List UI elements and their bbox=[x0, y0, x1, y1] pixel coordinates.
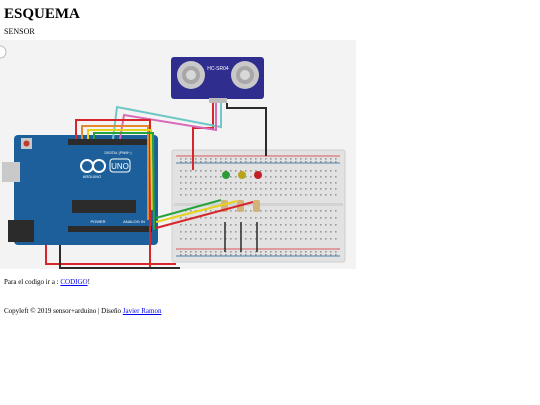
footer: Copyleft © 2019 sensor+arduino | Diseño … bbox=[4, 307, 161, 315]
digital-pins-label: DIGITAL (PWM~) bbox=[104, 151, 131, 155]
wires bbox=[45, 103, 267, 269]
section-subtitle: SENSOR bbox=[4, 27, 35, 36]
code-link-prefix: Para el codigo ir a : bbox=[4, 278, 61, 286]
power-pins-label: POWER bbox=[90, 219, 105, 224]
page-title: ESQUEMA bbox=[4, 6, 80, 22]
sensor-label: HC-SR04 bbox=[207, 66, 229, 72]
board-label: UNO bbox=[111, 162, 129, 171]
analog-pins-label: ANALOG IN bbox=[123, 219, 145, 224]
corner-handle bbox=[0, 45, 7, 59]
code-link-line: Para el codigo ir a : CODIGO! bbox=[4, 278, 90, 286]
led-group bbox=[222, 171, 262, 179]
code-link-suffix: ! bbox=[87, 278, 90, 286]
arduino-board: UNO ARDUINO DIGITAL (PWM~) POWER ANALOG … bbox=[2, 135, 158, 245]
footer-text: Copyleft © 2019 sensor+arduino | Diseño bbox=[4, 307, 123, 315]
circuit-schematic-image: HC-SR04 UNO ARDUINO DIGITAL (PWM~) POWER… bbox=[0, 40, 356, 269]
author-link[interactable]: Javier Ramon bbox=[122, 307, 162, 315]
ultrasonic-sensor: HC-SR04 bbox=[171, 57, 264, 103]
board-brand-label: ARDUINO bbox=[83, 174, 101, 179]
codigo-link[interactable]: CODIGO bbox=[60, 278, 88, 286]
